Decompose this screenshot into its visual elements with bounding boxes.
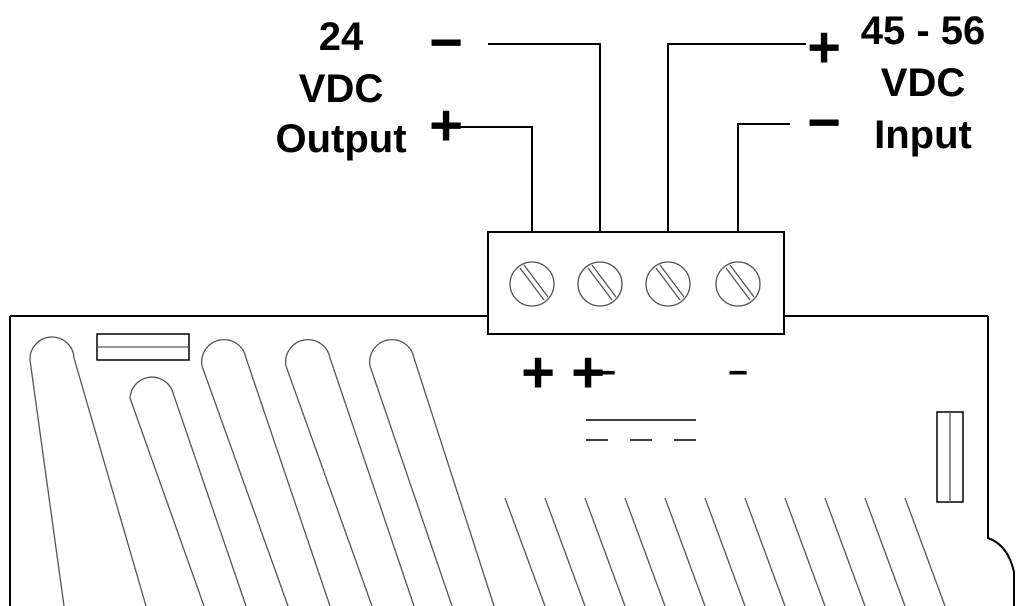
terminal-block (487, 231, 785, 335)
wire-output-positive (458, 126, 533, 232)
output-label-line3: Output (275, 117, 406, 161)
side-connector (936, 411, 964, 503)
wire-input-negative (737, 123, 790, 232)
board-plus-sign-1: + (521, 340, 555, 405)
dc-symbol (586, 419, 696, 441)
fuse-component (96, 333, 190, 361)
input-label-line1: 45 - 56 (861, 9, 986, 53)
board-hatching (504, 497, 946, 606)
circuit-board (9, 315, 1015, 606)
wire-output-negative (488, 43, 601, 232)
output-negative-sign: − (429, 10, 463, 75)
terminal-screw (577, 261, 623, 307)
terminal-screw (645, 261, 691, 307)
input-negative-sign: − (807, 90, 841, 155)
board-right-edge (987, 316, 1015, 606)
output-label-line2: VDC (299, 67, 383, 111)
board-minus-sign-2: − (728, 354, 748, 392)
input-label-line3: Input (874, 113, 972, 157)
terminal-screw (509, 261, 555, 307)
wire-input-positive (667, 43, 806, 232)
terminal-block-body (487, 231, 785, 335)
board-plus-sign-2: + (571, 340, 605, 405)
input-label: 45 - 56 VDC Input (861, 9, 986, 157)
board-minus-sign-1: − (596, 354, 616, 392)
input-positive-sign: + (807, 15, 841, 80)
output-label: 24 VDC Output (275, 15, 406, 161)
wires (458, 43, 806, 232)
input-label-line2: VDC (881, 61, 965, 105)
heatsink-fins (29, 336, 495, 606)
output-label-line1: 24 (319, 15, 364, 59)
output-positive-sign: + (429, 93, 463, 158)
terminal-screw (715, 261, 761, 307)
